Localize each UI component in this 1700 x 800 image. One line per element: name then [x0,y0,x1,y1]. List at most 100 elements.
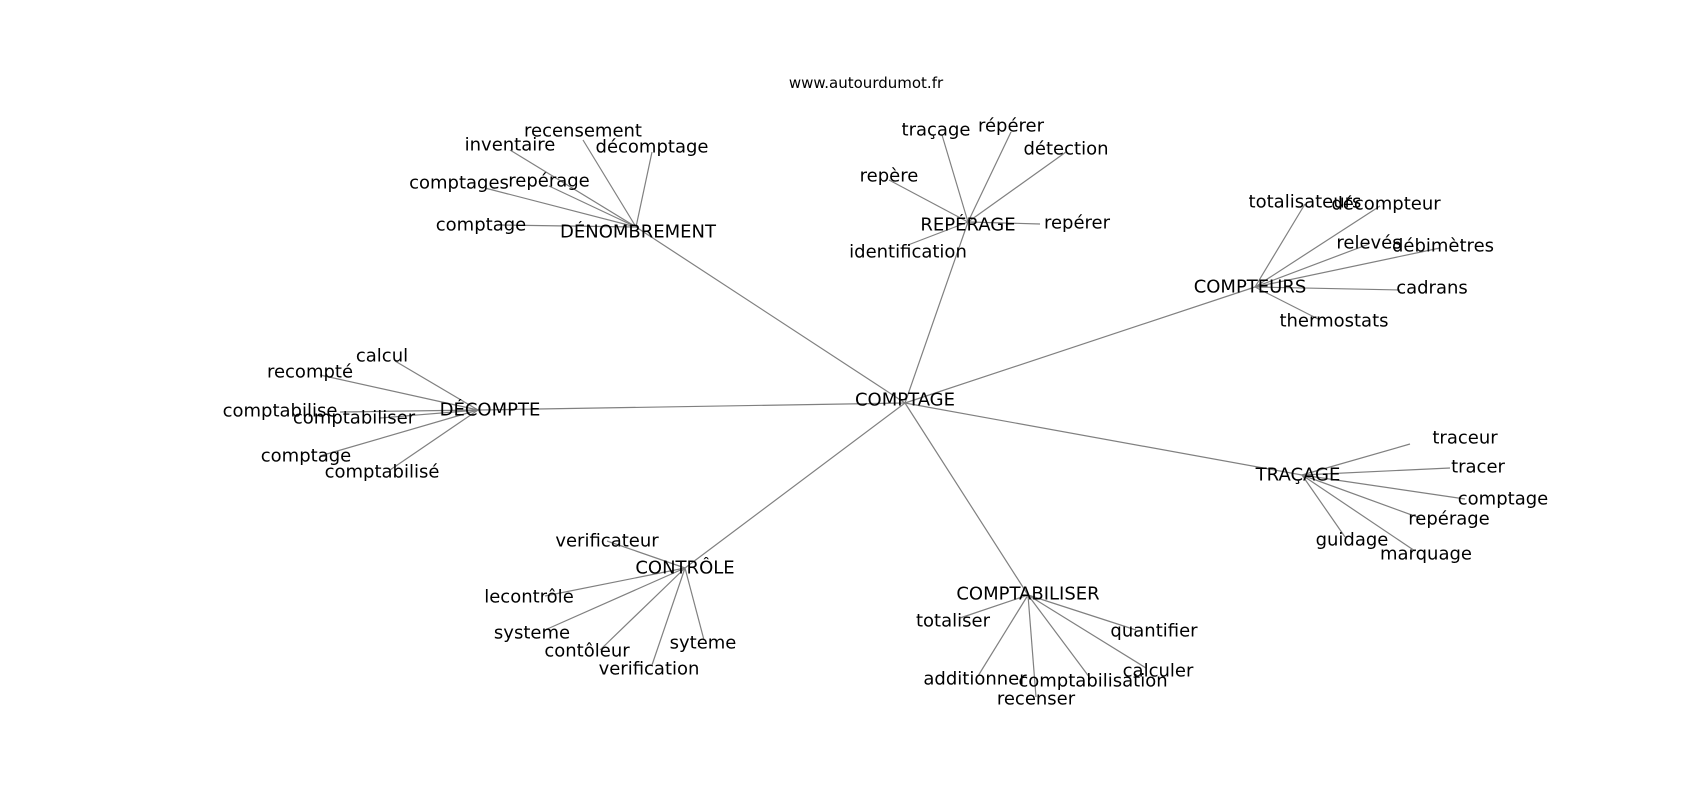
edge-comptabiliser-leaf-2 [977,594,1029,677]
edge-center-reperage [904,221,969,404]
edge-comptabiliser-leaf-1 [1027,594,1137,631]
leaf-node-tracage-4[interactable]: guidage [1316,530,1389,551]
hub-node-compteurs[interactable]: COMPTEURS [1194,277,1307,298]
edge-decompte-leaf-3 [379,409,479,419]
edge-decompte-leaf-1 [319,374,479,411]
leaf-node-tracage-5[interactable]: marquage [1380,544,1472,565]
edge-tracage-leaf-2 [1301,474,1466,500]
leaf-node-reperage-5[interactable]: identification [849,242,967,263]
edge-comptabiliser-leaf-5 [1027,594,1037,698]
edge-reperage-leaf-1 [967,131,1012,223]
edge-compteurs-leaf-3 [1254,247,1441,288]
edge-comptabiliser-leaf-0 [959,594,1029,619]
leaf-node-denombrement-4[interactable]: repérage [508,171,590,192]
center-node[interactable]: COMPTAGE [855,390,955,411]
hub-node-tracage[interactable]: TRAÇAGE [1255,465,1341,486]
leaf-node-controle-2[interactable]: systeme [494,623,570,644]
leaf-node-comptabiliser-2[interactable]: additionner [923,669,1027,690]
edge-tracage-leaf-0 [1301,443,1411,476]
leaf-node-denombrement-3[interactable]: comptages [409,173,509,194]
hub-node-decompte[interactable]: DÉCOMPTE [440,399,541,421]
leaf-node-comptabiliser-1[interactable]: quantifier [1110,621,1198,642]
hub-node-controle[interactable]: CONTRÔLE [635,557,734,579]
edge-reperage-leaf-0 [941,134,969,223]
edge-decompte-leaf-0 [394,360,479,411]
edge-compteurs-leaf-2 [1254,243,1370,288]
leaf-node-compteurs-0[interactable]: totalisateurs [1249,192,1362,213]
leaf-node-comptabiliser-0[interactable]: totaliser [916,611,991,632]
edge-tracage-leaf-1 [1301,467,1451,476]
leaf-node-controle-0[interactable]: verificateur [555,531,659,552]
leaf-node-reperage-4[interactable]: repérer [1044,213,1111,234]
edge-compteurs-leaf-4 [1254,286,1401,291]
edge-denombrement-leaf-5 [499,224,637,228]
leaf-node-denombrement-1[interactable]: inventaire [465,135,556,156]
leaf-node-tracage-0[interactable]: traceur [1432,428,1498,449]
edge-tracage-leaf-3 [1301,474,1421,519]
edge-center-compteurs [904,286,1256,404]
edge-compteurs-leaf-0 [1254,203,1306,288]
edge-controle-leaf-5 [651,567,686,666]
leaf-node-tracage-1[interactable]: tracer [1451,457,1505,478]
leaf-node-tracage-2[interactable]: comptage [1458,489,1548,510]
leaf-node-reperage-2[interactable]: détection [1023,139,1108,160]
leaf-node-comptabiliser-3[interactable]: calculer [1123,661,1194,682]
leaf-node-decompte-4[interactable]: comptage [261,446,351,467]
leaf-node-reperage-1[interactable]: répérer [978,116,1045,137]
graph-nodes: COMPTAGE DÉNOMBREMENT recensementinventair… [223,116,1549,710]
edge-reperage-leaf-2 [967,151,1067,223]
hub-node-comptabiliser[interactable]: COMPTABILISER [956,584,1099,605]
graph-edges [319,131,1466,698]
leaf-node-reperage-3[interactable]: repère [860,166,919,187]
leaf-node-compteurs-5[interactable]: thermostats [1279,311,1388,332]
edge-decompte-leaf-2 [339,409,479,413]
hub-node-reperage[interactable]: REPÉRAGE [920,214,1015,236]
edge-denombrement-leaf-0 [582,139,637,228]
leaf-node-compteurs-1[interactable]: décompteur [1331,194,1441,215]
leaf-node-controle-1[interactable]: lecontrôle [484,587,574,608]
leaf-node-decompte-2[interactable]: comptabilise [223,401,338,422]
leaf-node-decompte-5[interactable]: comptabilisé [325,462,440,483]
edge-comptabiliser-leaf-3 [1027,594,1147,669]
hub-node-denombrement[interactable]: DÉNOMBREMENT [560,221,717,243]
leaf-node-denombrement-0[interactable]: recensement [524,121,642,142]
edge-center-denombrement [635,226,906,404]
edge-controle-leaf-2 [544,567,686,631]
leaf-node-controle-5[interactable]: verification [599,659,700,680]
edge-reperage-leaf-3 [888,179,969,223]
leaf-node-decompte-3[interactable]: comptabiliser [293,408,416,429]
edge-reperage-leaf-5 [907,221,969,246]
leaf-node-controle-4[interactable]: syteme [670,633,737,654]
edge-denombrement-leaf-2 [635,151,653,228]
edge-compteurs-leaf-1 [1254,205,1381,288]
edge-tracage-leaf-4 [1301,474,1346,538]
edge-center-comptabiliser [904,402,1029,596]
edge-decompte-leaf-4 [319,409,479,457]
source-label: www.autourdumot.fr [789,74,944,92]
leaf-node-tracage-3[interactable]: repérage [1408,509,1490,530]
leaf-node-comptabiliser-5[interactable]: recenser [997,689,1076,710]
edge-controle-leaf-1 [544,567,686,597]
edge-controle-leaf-3 [599,567,686,651]
edge-center-decompte [477,402,906,411]
edge-decompte-leaf-5 [389,409,479,471]
leaf-node-comptabiliser-4[interactable]: comptabilisation [1018,671,1167,692]
leaf-node-compteurs-3[interactable]: débimètres [1392,236,1494,257]
leaf-node-denombrement-5[interactable]: comptage [436,215,526,236]
edge-denombrement-leaf-3 [484,187,637,228]
leaf-node-compteurs-2[interactable]: relevés [1336,233,1401,254]
leaf-node-controle-3[interactable]: contôleur [544,641,630,662]
leaf-node-denombrement-2[interactable]: décomptage [596,137,709,158]
edge-center-controle [684,402,906,569]
edge-denombrement-leaf-4 [548,185,637,228]
edge-comptabiliser-leaf-4 [1027,594,1091,679]
edge-compteurs-leaf-5 [1254,286,1321,321]
edge-tracage-leaf-5 [1301,474,1416,552]
edge-denombrement-leaf-1 [509,149,637,228]
leaf-node-compteurs-4[interactable]: cadrans [1396,278,1468,299]
leaf-node-decompte-1[interactable]: recompté [267,362,353,383]
leaf-node-decompte-0[interactable]: calcul [356,346,408,367]
leaf-node-reperage-0[interactable]: traçage [902,120,971,141]
edge-controle-leaf-0 [606,540,686,569]
edge-center-tracage [904,402,1303,476]
